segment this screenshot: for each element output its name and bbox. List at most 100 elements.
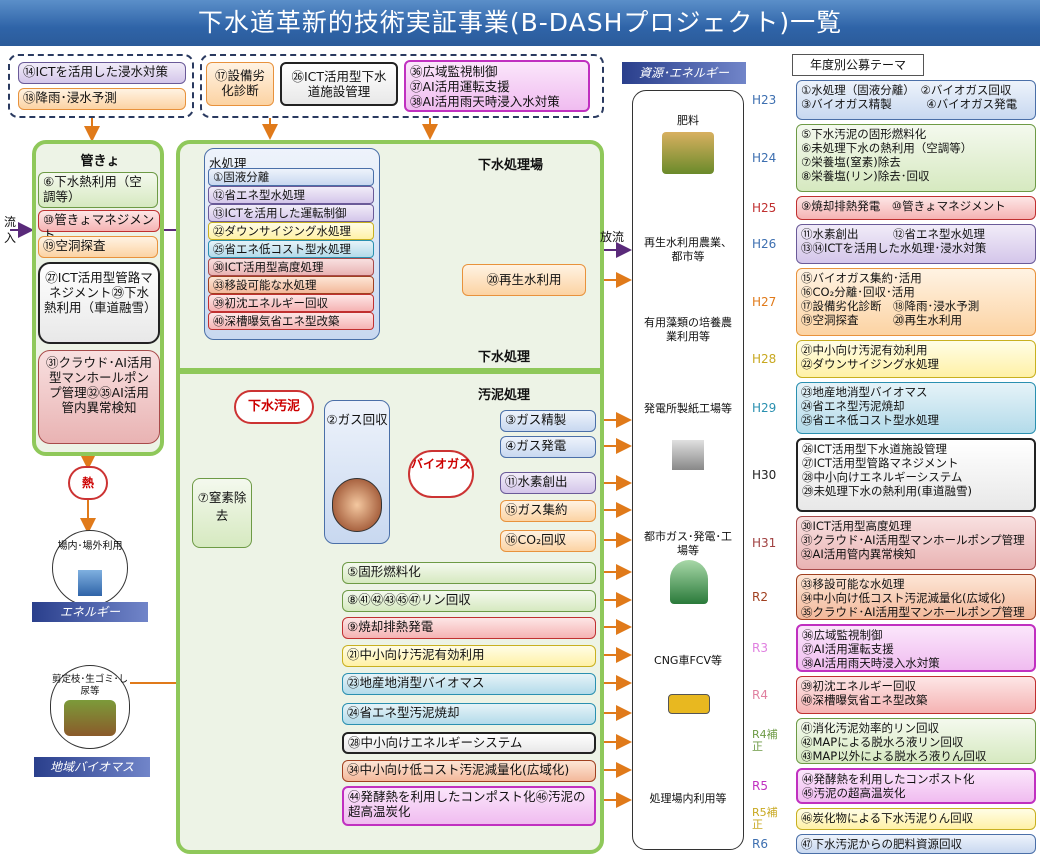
legend-line: ⑤下水汚泥の固形燃料化: [801, 127, 927, 141]
sludge-item-21: ㉑中小向け汚泥有効利用: [342, 645, 596, 667]
legend-line: ①水処理（固液分離） ②バイオガス回収: [801, 83, 1012, 97]
legend-line: ㉒ダウンサイジング水処理: [801, 357, 939, 371]
gas-item-16: ⑯CO₂回収: [500, 530, 596, 552]
legend-line: ⑥未処理下水の熱利用（空調等）: [801, 141, 973, 155]
theme-19-box: ⑲空洞探査: [38, 236, 158, 258]
discharge-label: 放流: [600, 230, 625, 244]
theme-36-38-box: ㊱広域監視制御 ㊲AI活用運転支援 ㊳AI活用雨天時浸入水対策: [404, 60, 590, 112]
water-item-33: ㉝移設可能な水処理: [208, 276, 374, 294]
legend-line: ⑪水素創出 ⑫省エネ型水処理: [801, 227, 985, 241]
water-treatment-title: 水処理: [209, 156, 247, 171]
sludge-item-34: ㉞中小向け低コスト汚泥減量化(広域化): [342, 760, 596, 782]
legend-year-H31: H31: [752, 536, 777, 550]
digester-tank-icon: [332, 478, 382, 532]
local-source-label: 剪定枝･生ゴミ･し尿等: [52, 674, 129, 697]
legend-line: ㊲AI活用運転支援: [802, 642, 894, 656]
gas-item-11: ⑪水素創出: [500, 472, 596, 494]
gas-item-15: ⑮ガス集約: [500, 500, 596, 522]
legend-line: ㉔省エネ型汚泥焼却: [801, 399, 905, 413]
legend-line: ㊱広域監視制御: [802, 628, 883, 642]
pipe-title: 管きょ: [80, 154, 120, 169]
page-title: 下水道革新的技術実証事業(B-DASHプロジェクト)一覧: [0, 0, 1040, 46]
sludge-item-5: ⑤固形燃料化: [342, 562, 596, 584]
plant-title: 下水処理場: [478, 158, 544, 173]
legend-line: ㉘中小向けエネルギーシステム: [802, 470, 963, 484]
biogas-badge: バイオガス: [408, 450, 474, 498]
biomass-icon: [64, 700, 116, 736]
legend-line: ㉕省エネ低コスト型水処理: [801, 413, 939, 427]
water-item-12: ⑫省エネ型水処理: [208, 186, 374, 204]
legend-line: ⑮バイオガス集約･活用: [801, 271, 922, 285]
sludge-item-44-46: ㊹発酵熱を利用したコンポスト化㊻汚泥の超高温炭化: [342, 786, 596, 826]
legend-line: ㊴初沈エネルギー回収: [801, 679, 916, 693]
legend-year-R5: R5: [752, 779, 768, 793]
legend-year-H26: H26: [752, 237, 777, 251]
bus-icon: [668, 694, 710, 714]
legend-line: ㊵深槽曝気省エネ型改築: [801, 693, 928, 707]
legend-year-R6: R6: [752, 837, 768, 851]
legend-year-R3: R3: [752, 641, 768, 655]
legend-line: ⑲空洞探査 ⑳再生水利用: [801, 313, 962, 327]
legend-box-H25: ⑨焼却排熱発電 ⑩管きょマネジメント: [796, 196, 1036, 220]
theme-37-label: ㊲AI活用運転支援: [410, 79, 510, 94]
factory-icon: [672, 440, 704, 470]
water-item-13: ⑬ICTを活用した運転制御: [208, 204, 374, 222]
legend-year-R4: R4: [752, 688, 768, 702]
theme-7-box: ⑦窒素除去: [192, 478, 252, 548]
legend-line: ㊶消化汚泥効率的リン回収: [801, 721, 939, 735]
fertilizer-icon: [662, 132, 714, 174]
use-cng-vehicle: CNG車FCV等: [654, 654, 722, 667]
legend-year-H25: H25: [752, 201, 777, 215]
legend-line: ⑦栄養塩(窒素)除去: [801, 155, 901, 169]
legend-line: ㉞中小向け低コスト汚泥減量化(広域化): [801, 591, 1006, 605]
legend-line: ⑯CO₂分離･回収･活用: [801, 285, 915, 299]
use-reclaimed-water: 再生水利用農業、都市等: [644, 236, 732, 263]
legend-year-H24: H24: [752, 151, 777, 165]
legend-line: ㊳AI活用雨天時浸入水対策: [802, 656, 940, 670]
legend-line: ㊼下水汚泥からの肥料資源回収: [801, 837, 962, 851]
energy-banner: エネルギー: [32, 602, 148, 622]
theme-6-box: ⑥下水熱利用（空調等）: [38, 172, 158, 208]
water-item-40: ㊵深槽曝気省エネ型改築: [208, 312, 374, 330]
legend-year-H23: H23: [752, 93, 777, 107]
legend-line: ㉙未処理下水の熱利用(車道融雪): [802, 484, 972, 498]
sludge-item-9: ⑨焼却排熱発電: [342, 617, 596, 639]
use-fertilizer: 肥料: [677, 114, 699, 127]
legend-year-R2: R2: [752, 590, 768, 604]
use-power-plant: 発電所製紙工場等: [644, 402, 732, 415]
legend-line: ③バイオガス精製 ④バイオガス発電: [801, 97, 1018, 111]
theme-26-box: ㉖ICT活用型下水道施設管理: [280, 62, 398, 106]
theme-18-box: ⑱降雨･浸水予測: [18, 88, 186, 110]
use-algae: 有用藻類の培養農業利用等: [644, 316, 732, 343]
legend-line: ㊹発酵熱を利用したコンポスト化: [802, 772, 975, 786]
gas-tank-icon: [670, 560, 708, 604]
theme-27-29-box: ㉗ICT活用型管路マネジメント㉙下水熱利用（車道融雪）: [38, 262, 160, 344]
gas-item-3: ③ガス精製: [500, 410, 596, 432]
legend-box-R6: ㊼下水汚泥からの肥料資源回収: [796, 834, 1036, 854]
resource-column: [632, 90, 744, 850]
gas-item-4: ④ガス発電: [500, 436, 596, 458]
theme-20-box: ⑳再生水利用: [462, 264, 586, 296]
legend-year-H30: H30: [752, 468, 777, 482]
legend-line: ㊸MAP以外による脱水ろ液りん回収: [801, 749, 987, 763]
top-group-management: [200, 54, 604, 118]
water-item-1: ①固液分離: [208, 168, 374, 186]
water-item-22: ㉒ダウンサイジング水処理: [208, 222, 374, 240]
water-item-39: ㊴初沈エネルギー回収: [208, 294, 374, 312]
resource-energy-banner: 資源･エネルギー: [622, 62, 746, 84]
legend-line: ⑧栄養塩(リン)除去･回収: [801, 169, 930, 183]
legend-line: ㉝移設可能な水処理: [801, 577, 905, 591]
sewage-sludge-badge: 下水汚泥: [234, 390, 314, 424]
site-use-label: 場内･場外利用: [57, 541, 123, 552]
theme-14-box: ⑭ICTを活用した浸水対策: [18, 62, 186, 84]
legend-line: ㊷MAPによる脱水ろ液リン回収: [801, 735, 964, 749]
